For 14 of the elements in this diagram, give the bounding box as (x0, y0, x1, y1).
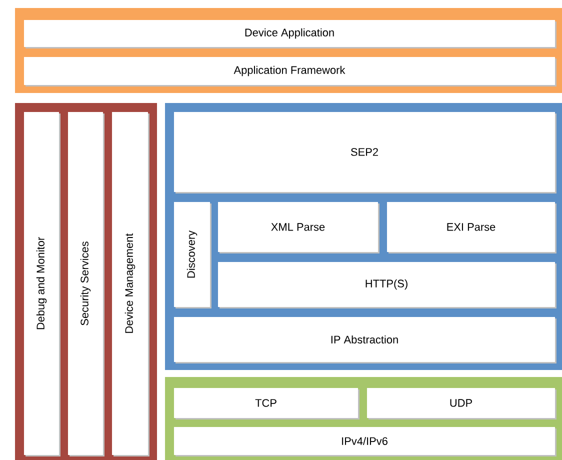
layer-box: Security Services (68, 112, 104, 456)
layer-box: UDP (367, 388, 556, 420)
layer-box: SEP2 (174, 112, 556, 194)
layer-box: Debug and Monitor (24, 112, 60, 456)
layer-box: Discovery (174, 202, 212, 308)
layer-box: Device Application (24, 20, 556, 48)
layer-box: XML Parse (218, 202, 380, 254)
layer-box: Device Management (112, 112, 150, 456)
layer-box: TCP (174, 388, 360, 420)
layer-box: Application Framework (24, 57, 556, 86)
layer-box: HTTP(S) (218, 262, 556, 308)
layer-box: IPv4/IPv6 (174, 426, 556, 456)
layer-box: IP Abstraction (174, 316, 556, 364)
layer-box: EXI Parse (387, 202, 556, 254)
